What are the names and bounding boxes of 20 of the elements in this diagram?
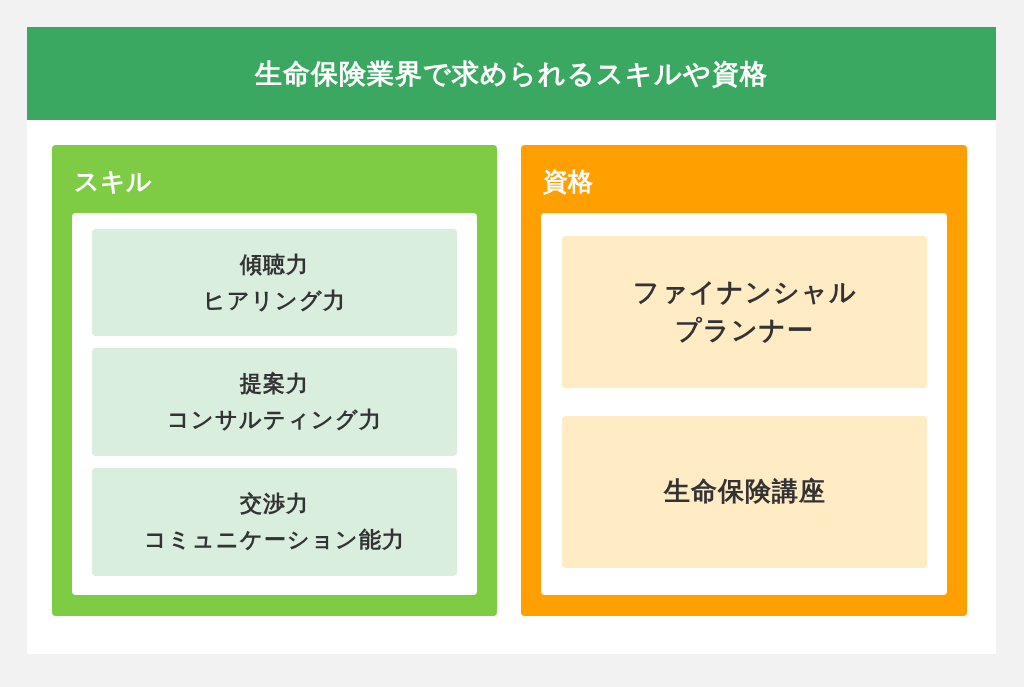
item-card	[562, 416, 927, 568]
item-text: ヒアリング力	[203, 286, 346, 315]
item-text: 提案力	[240, 370, 309, 399]
item-card	[92, 468, 457, 576]
item-text: 傾聴力	[240, 250, 309, 279]
item-text: 交渉力	[240, 490, 309, 519]
inner-card	[72, 213, 477, 595]
inner-card	[541, 213, 947, 595]
item-card	[92, 348, 457, 456]
panel-heading: スキル	[74, 166, 152, 198]
item-card	[92, 229, 457, 336]
panel-heading: 資格	[543, 166, 593, 198]
item-text: ファイナンシャルプランナー	[631, 276, 858, 347]
category-panel	[521, 145, 967, 616]
category-panel	[52, 145, 497, 616]
item-text: コンサルティング力	[167, 406, 382, 434]
item-text: コミュニケーション能力	[144, 526, 405, 554]
item-card	[562, 236, 927, 388]
title-text: 生命保険業界で求められるスキルや資格	[255, 56, 768, 91]
item-text: 生命保険講座	[663, 475, 826, 509]
